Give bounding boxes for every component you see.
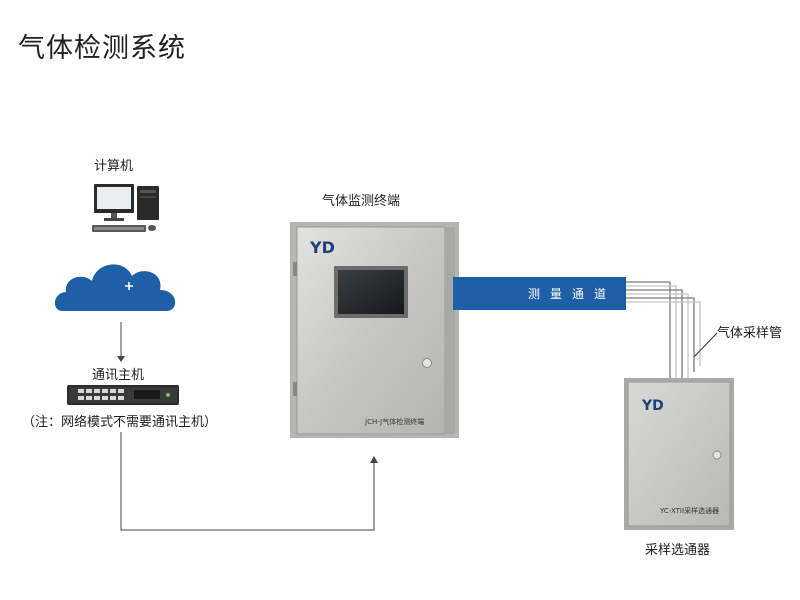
selector-cabinet: YD YC-XTII采样选通器 [624,378,734,530]
switch-icon [67,385,179,405]
cloud-icon [54,264,176,311]
computer-icon [92,184,159,232]
channel-band: 测量通道 [453,277,626,310]
selector-label: 采样选通器 [645,543,711,558]
terminal-cabinet: YD JCH-J气体检测终端 [290,222,459,438]
page-title: 气体检测系统 [18,33,186,64]
arrow-up-icon [370,456,378,463]
tube-pointer [693,332,718,358]
selector-nameplate: YC-XTII采样选通器 [659,506,719,515]
link-host-terminal [120,432,375,531]
computer-label: 计算机 [94,159,134,174]
note-label: （注：网络模式不需要通讯主机） [22,415,218,430]
tube-label: 气体采样管 [717,326,783,341]
comm-host-label: 通讯主机 [92,368,145,383]
sampling-tubes [626,281,701,378]
svg-text:YD: YD [309,238,335,257]
arrow-down-icon [117,356,125,362]
svg-text:YD: YD [641,398,664,414]
terminal-nameplate: JCH-J气体检测终端 [364,417,424,426]
channel-label: 测量通道 [528,287,616,301]
terminal-label: 气体监测终端 [322,194,401,209]
